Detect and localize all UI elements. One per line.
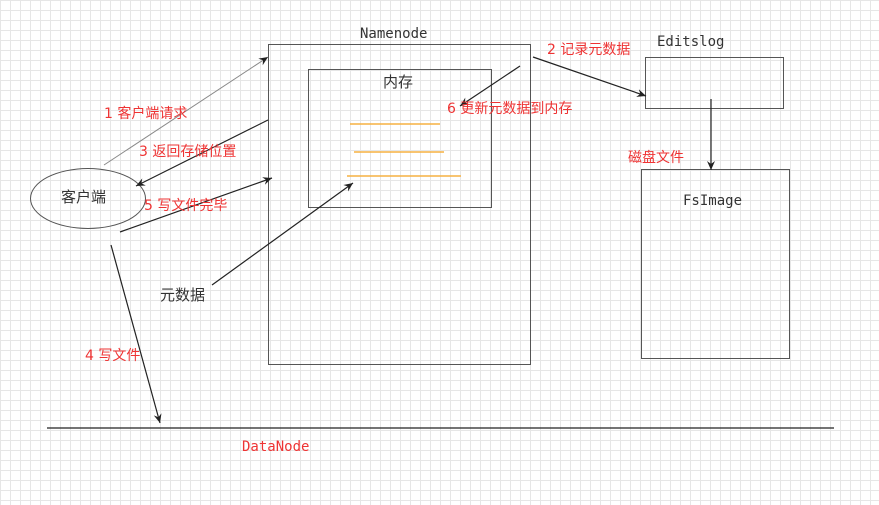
fsimage-label: FsImage bbox=[683, 193, 743, 209]
arrow-write-complete bbox=[119, 177, 273, 233]
disk-file-label: 磁盘文件 bbox=[628, 150, 684, 166]
namenode-box bbox=[268, 44, 531, 365]
editslog-label: Editslog bbox=[657, 34, 725, 50]
namenode-label: Namenode bbox=[360, 26, 428, 42]
step-3-label: 3 返回存储位置 bbox=[139, 144, 237, 160]
arrow-metadata bbox=[211, 182, 354, 286]
fsimage-box bbox=[641, 169, 790, 359]
memory-box bbox=[308, 69, 492, 208]
arrow-update-memory bbox=[459, 65, 521, 107]
step-4-label: 4 写文件 bbox=[85, 348, 141, 364]
arrow-record-metadata bbox=[532, 56, 647, 97]
step-6-label: 6 更新元数据到内存 bbox=[447, 101, 573, 117]
step-2-label: 2 记录元数据 bbox=[547, 42, 631, 58]
memory-label: 内存 bbox=[383, 73, 414, 91]
metadata-label: 元数据 bbox=[160, 286, 206, 304]
step-5-label: 5 写文件完毕 bbox=[144, 198, 228, 214]
editslog-box bbox=[645, 57, 784, 109]
datanode-label: DataNode bbox=[242, 439, 310, 455]
client-label: 客户端 bbox=[61, 188, 107, 206]
arrow-write-file bbox=[110, 244, 162, 424]
arrow-return-location bbox=[135, 119, 269, 187]
step-1-label: 1 客户端请求 bbox=[104, 106, 188, 122]
arrow-client-request bbox=[103, 56, 269, 166]
client-ellipse bbox=[30, 168, 146, 229]
